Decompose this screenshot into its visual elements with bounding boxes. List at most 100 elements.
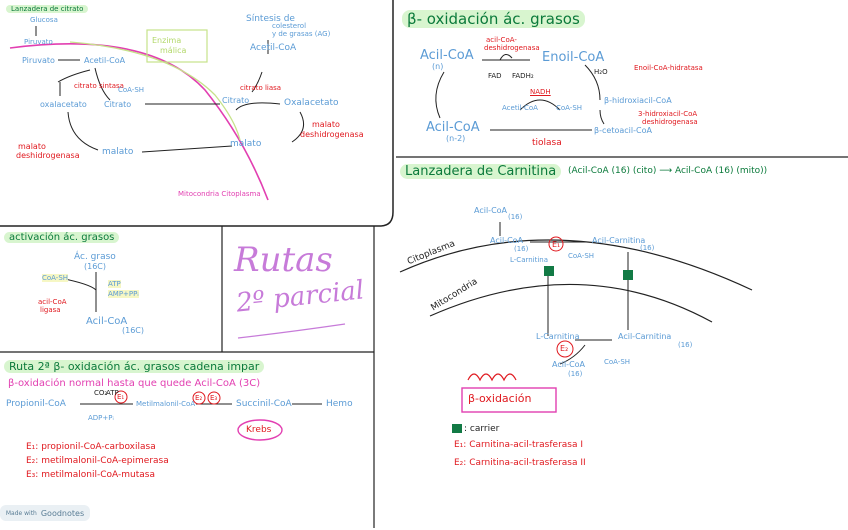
e1-ruta2-def: E₁: propionil-CoA-carboxilasa xyxy=(26,442,156,452)
ac-graso-label: Ác. graso xyxy=(74,252,116,262)
enzima-malica-label-2: málica xyxy=(160,46,187,55)
adp-label: ADP+Pᵢ xyxy=(88,414,114,422)
krebs-ellipse xyxy=(237,419,283,441)
atp-activacion-label: ATP xyxy=(108,280,121,288)
enzima-malica-curve xyxy=(69,41,241,141)
acilcoa-dh-label: acil-CoA- xyxy=(486,36,517,44)
citrato-right-label: Citrato xyxy=(222,96,250,105)
mitochondria-membrane xyxy=(9,43,269,201)
cetoacil-label: β-cetoacil-CoA xyxy=(594,126,652,135)
ac-graso-label-2: (16C) xyxy=(84,262,107,271)
carrier-legend xyxy=(452,424,462,433)
citrato-sintasa-label: citrato sintasa xyxy=(74,82,124,90)
coash-top-label: CoA-SH xyxy=(568,252,595,260)
hidroxiacil-dh-label: 3-hidroxiacil-CoA xyxy=(638,110,698,118)
atp-ruta2-label: ATP xyxy=(106,389,119,397)
malato-dh-label: malato xyxy=(18,142,46,151)
beta-oxidacion-box-label: β-oxidación xyxy=(468,392,532,405)
nadh-label: NADH xyxy=(530,88,551,96)
oxalacetato-label: oxalacetato xyxy=(40,100,87,109)
fad-label: FAD xyxy=(488,72,502,80)
e2-carnitina-label: E₂ xyxy=(560,344,569,353)
n16-b-label: (16) xyxy=(514,245,529,253)
amp-activacion-label: AMP+PPᵢ xyxy=(108,290,139,298)
carnitina-title: Lanzadera de Carnitina xyxy=(400,164,562,179)
carnitina-outer-membrane xyxy=(399,239,753,291)
carrier-2 xyxy=(623,270,633,280)
malato-dh-right-label: malato xyxy=(312,120,340,129)
made-with-label: Made with xyxy=(5,509,37,517)
acilcoa-left-label: Acil-CoA xyxy=(490,236,524,245)
acilcoa-ligasa-label: acil-CoA xyxy=(38,298,67,306)
e2-def: E₂: Carnitina-acil-trasferasa II xyxy=(454,458,586,468)
oxalacetato-right-label: Oxalacetato xyxy=(284,98,339,108)
e1-ruta2-label: E₁ xyxy=(117,393,125,401)
enoil-hidratasa-label: Enoil-CoA-hidratasa xyxy=(634,64,703,72)
malato-dh-right-label-2: deshidrogenasa xyxy=(300,130,364,139)
carnitina-subtitle: (Acil-CoA (16) (cito) ⟶ Acil-CoA (16) (m… xyxy=(568,166,768,176)
co2-label: CO₂ xyxy=(94,389,108,397)
malato-label: malato xyxy=(102,147,134,157)
glucosa-label: Glucosa xyxy=(30,16,58,24)
h2o-label: H₂O xyxy=(594,68,608,76)
sintesis-label-3: y de grasas (AG) xyxy=(272,30,331,38)
coash-citrato-label: CoA-SH xyxy=(118,86,145,94)
sintesis-label-2: colesterol xyxy=(272,22,307,30)
activacion-title: activación ác. grasos xyxy=(4,232,120,243)
malato-right-label: malato xyxy=(230,139,262,149)
acilcoa-dh-label-2: deshidrogenasa xyxy=(484,44,540,52)
ruta2-bullet: β-oxidación normal hasta que quede Acil-… xyxy=(8,378,261,389)
acilcoa-bot-label: Acil-CoA xyxy=(552,360,586,369)
e2-ruta2-def: E₂: metilmalonil-CoA-epimerasa xyxy=(26,456,169,466)
e2-ruta2-label: E₂ xyxy=(195,394,203,402)
piruvato-top-label: Piruvato xyxy=(24,38,53,46)
e3-ruta2-label: E₃ xyxy=(210,394,218,402)
beta-oxidacion-title: β- oxidación ác. grasos xyxy=(402,10,585,28)
succinil-label: Succinil-CoA xyxy=(236,399,292,409)
n16-a-label: (16) xyxy=(508,213,523,221)
acilcoa-n2-label: Acil-CoA xyxy=(426,120,480,135)
n-label: (n) xyxy=(432,62,444,71)
fadh2-label: FADH₂ xyxy=(512,72,534,80)
carrier-label: : carrier xyxy=(464,424,500,434)
n16-d-label: (16) xyxy=(678,341,693,349)
citrato-title: Lanzadera de citrato xyxy=(6,5,89,13)
lcarnitina-top-label: L-Carnitina xyxy=(510,256,549,264)
acilcoa-activacion-label: Acil-CoA xyxy=(86,316,128,327)
beta-oxidacion-box xyxy=(461,387,557,413)
enzima-malica-label: Enzima xyxy=(152,36,182,45)
enoilcoa-label: Enoil-CoA xyxy=(542,50,605,65)
krebs-label: Krebs xyxy=(246,425,272,435)
carnitina-inner-membrane xyxy=(429,283,713,323)
acilcoa-top-label: Acil-CoA xyxy=(474,206,508,215)
membrana-label: Mitocondria Citoplasma xyxy=(178,190,261,198)
acilcarnitina-bot-label: Acil-Carnitina xyxy=(618,332,672,341)
tiolasa-label: tiolasa xyxy=(532,138,562,148)
acilcoa-n-label: Acil-CoA xyxy=(420,48,474,63)
rutas-title: Rutas xyxy=(234,240,333,280)
hemo-label: Hemo xyxy=(326,399,353,409)
e1-def: E₁: Carnitina-acil-trasferasa I xyxy=(454,440,584,450)
acetilcoa-beta-label: Acetil-CoA xyxy=(502,104,538,112)
citrato-label: Citrato xyxy=(104,100,132,109)
propionil-label: Propionil-CoA xyxy=(6,399,66,409)
malato-dh-label-2: deshidrogenasa xyxy=(16,151,80,160)
metilmalonil-label: Metilmalonil-CoA xyxy=(136,400,196,408)
goodnotes-brand: Goodnotes xyxy=(40,508,85,518)
ruta2-title: Ruta 2ª β- oxidación ác. grasos cadena i… xyxy=(4,360,265,373)
coash-beta-label: CoA-SH xyxy=(556,104,583,112)
goodnotes-badge[interactable]: Made with Goodnotes xyxy=(0,505,90,521)
e1-top-label: E₁ xyxy=(552,240,561,249)
coash-activacion-label: CoA-SH xyxy=(42,274,69,282)
n16-e-label: (16) xyxy=(568,370,583,378)
hidroxiacil-label: β-hidroxiacil-CoA xyxy=(604,96,672,105)
n2-label: (n-2) xyxy=(446,134,466,143)
n16-c-label: (16) xyxy=(640,244,655,252)
acilcarnitina-top-label: Acil-Carnitina xyxy=(592,236,646,245)
carrier-1 xyxy=(544,266,554,276)
lcarnitina-bot-label: L-Carnitina xyxy=(536,332,580,341)
piruvato-label: Piruvato xyxy=(22,56,55,65)
acilcoa-activacion-label-2: (16C) xyxy=(122,326,145,335)
acetilcoa-label: Acetil-CoA xyxy=(84,56,126,65)
